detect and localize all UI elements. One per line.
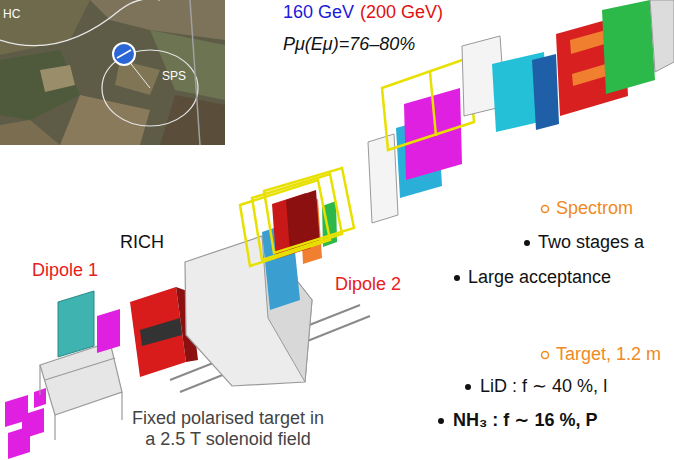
caption: Fixed polarised target in a 2.5 T soleno… (128, 408, 328, 449)
bullet-text: Two stages a (538, 232, 644, 253)
teal-panel (58, 291, 94, 357)
polarisation: Pμ(Eμ)=76–80% (283, 34, 415, 55)
magenta-panel (97, 309, 120, 353)
part-name: Dipole 2 (335, 274, 401, 295)
bullet-text: NH₃ : f ∼ 16 %, P (453, 410, 597, 431)
beam-energy: 160 GeV (283, 2, 354, 23)
beam-planes (5, 388, 46, 459)
dipole-2-frames (240, 168, 354, 266)
part-name: Dipole 1 (32, 260, 98, 281)
section-heading: Spectrom (556, 198, 633, 219)
bullet-text: Large acceptance (468, 267, 611, 288)
map-label: HC (3, 8, 20, 22)
section-heading: Target, 1.2 m (556, 344, 661, 365)
aerial-photo (0, 0, 225, 145)
target-platform (40, 342, 122, 440)
downstream-detectors (368, 0, 674, 223)
part-name: RICH (120, 232, 164, 253)
bullet-text: LiD : f ∼ 40 %, l (480, 376, 607, 397)
map-label: SPS (162, 70, 186, 84)
beam-energy-alt: (200 GeV) (360, 2, 443, 23)
